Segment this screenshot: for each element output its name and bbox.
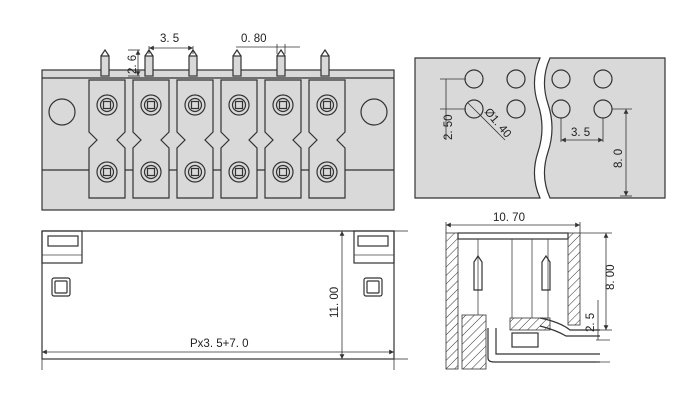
bottom-view: Px3. 5+7. 0 11. 00 — [41, 230, 408, 370]
pcb-right-part — [543, 57, 666, 199]
side-section-view: 10. 70 8. 00 2. 5 — [445, 212, 617, 370]
dim-pin-height: 2. 6 — [127, 55, 139, 74]
mount-hole-left — [48, 98, 76, 126]
dim-total-width: Px3. 5+7. 0 — [190, 338, 249, 350]
mount-hole-right — [360, 98, 388, 126]
dim-pitch-top: 3. 5 — [160, 33, 179, 45]
dim-pin-width: 0. 80 — [241, 33, 267, 45]
dim-pcb-depth: 8. 0 — [613, 149, 625, 168]
pcb-left-part — [414, 57, 543, 199]
pcb-layout-view: 2. 50 Ø1. 40 3. 5 8. 0 — [414, 57, 666, 199]
dim-body-height: 11. 00 — [329, 287, 341, 318]
dim-side-height: 8. 00 — [605, 264, 617, 290]
front-view: 3. 5 0. 80 2. 6 — [41, 33, 395, 211]
dim-pcb-pitch: 3. 5 — [571, 127, 590, 139]
dim-side-pin: 2. 5 — [585, 313, 597, 332]
dim-pcb-row-spacing: 2. 50 — [443, 114, 455, 140]
dim-side-width: 10. 70 — [493, 212, 525, 224]
terminal-cells — [88, 79, 346, 199]
bottom-housing — [41, 230, 395, 360]
